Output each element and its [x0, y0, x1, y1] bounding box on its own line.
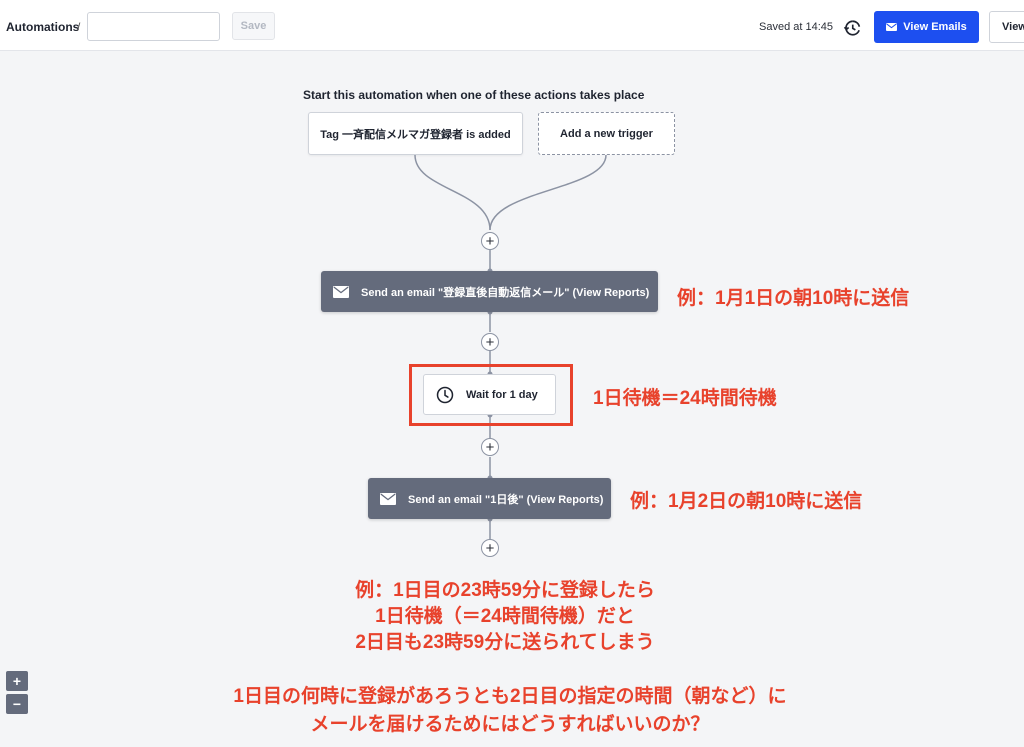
zoom-out-button[interactable]: − [6, 694, 28, 714]
email-step-2[interactable]: Send an email "1日後" (View Reports) [368, 478, 611, 519]
annotation-line: 2日目も23時59分に送られてしまう [355, 632, 655, 653]
wait-step-label: Wait for 1 day [466, 388, 538, 401]
email-step-label: Send an email "登録直後自動返信メール" (View Report… [361, 286, 650, 299]
add-step-button[interactable]: + [481, 539, 499, 557]
annotation-line: メールを届けるためにはどうすればいいのか？ [310, 714, 710, 735]
save-button[interactable]: Save [232, 12, 275, 40]
clock-icon [436, 386, 454, 403]
add-step-button[interactable]: + [481, 232, 499, 250]
email-step-1[interactable]: Send an email "登録直後自動返信メール" (View Report… [321, 271, 658, 312]
top-bar: Automations / Save Saved at 14:45 View E… [0, 0, 1024, 51]
breadcrumb-automations[interactable]: Automations [6, 20, 80, 34]
envelope-icon [380, 492, 396, 505]
annotation-example: 例：1日目の23時59分に登録したら 1日待機（＝24時間待機）だと 2日目も2… [300, 578, 710, 656]
annotation-line: 1日待機（＝24時間待機）だと [375, 606, 635, 627]
annotation-wait: 1日待機＝24時間待機 [593, 388, 777, 409]
history-icon[interactable] [843, 19, 861, 37]
view-emails-button[interactable]: View Emails [874, 11, 979, 43]
highlight-frame [409, 364, 573, 426]
workflow-heading: Start this automation when one of these … [303, 88, 645, 102]
add-trigger-button[interactable]: Add a new trigger [538, 112, 675, 155]
connector-trigger-2 [489, 154, 607, 231]
annotation-line: 例：1日目の23時59分に登録したら [355, 580, 655, 601]
envelope-icon [333, 285, 349, 298]
connector-trigger-1 [414, 154, 491, 231]
breadcrumb-separator: / [77, 20, 81, 34]
annotation-line: 1日目の何時に登録があろうとも2日目の指定の時間（朝など）に [233, 686, 787, 707]
add-step-button[interactable]: + [481, 333, 499, 351]
zoom-in-button[interactable]: + [6, 671, 28, 691]
annotation-email2: 例：1月2日の朝10時に送信 [630, 491, 863, 512]
wait-step[interactable]: Wait for 1 day [423, 374, 556, 415]
annotation-email1: 例：1月1日の朝10時に送信 [677, 288, 910, 309]
envelope-icon [886, 23, 898, 31]
trigger-tag-added[interactable]: Tag 一斉配信メルマガ登録者 is added [308, 112, 523, 155]
email-step-label: Send an email "1日後" (View Reports) [408, 493, 604, 506]
view-options-button[interactable]: View [989, 11, 1024, 43]
saved-status: Saved at 14:45 [759, 21, 834, 33]
view-emails-label: View Emails [903, 21, 967, 33]
automation-name-input[interactable] [87, 12, 220, 41]
add-step-button[interactable]: + [481, 438, 499, 456]
annotation-question: 1日目の何時に登録があろうとも2日目の指定の時間（朝など）に メールを届けるため… [150, 683, 870, 739]
